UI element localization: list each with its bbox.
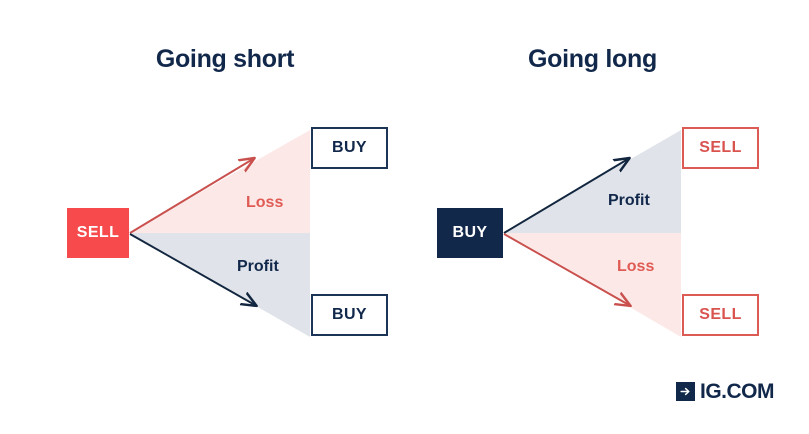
arrow-right-icon: [676, 382, 695, 401]
node-long-origin-buy[interactable]: BUY: [437, 208, 503, 258]
node-long-lower-sell[interactable]: SELL: [682, 294, 759, 336]
region-label-long-loss: Loss: [617, 258, 655, 275]
region-long-loss: [503, 233, 681, 337]
region-short-loss: [129, 130, 310, 233]
arrow-short-loss: [129, 159, 253, 234]
arrow-long-loss: [503, 233, 629, 305]
node-short-origin-sell[interactable]: SELL: [67, 208, 129, 258]
brand-logo: IG.COM: [676, 380, 775, 403]
region-label-long-profit: Profit: [608, 192, 650, 209]
diagram-title-going-long: Going long: [528, 45, 657, 73]
region-long-profit: [503, 130, 681, 233]
node-short-lower-buy[interactable]: BUY: [311, 294, 388, 336]
brand-text: IG.COM: [700, 380, 775, 403]
diagram-title-going-short: Going short: [155, 45, 295, 73]
region-label-short-loss: Loss: [246, 194, 284, 211]
node-long-upper-sell[interactable]: SELL: [682, 127, 759, 169]
node-short-upper-buy[interactable]: BUY: [311, 127, 388, 169]
region-label-short-profit: Profit: [237, 258, 279, 275]
region-short-profit: [129, 233, 310, 337]
